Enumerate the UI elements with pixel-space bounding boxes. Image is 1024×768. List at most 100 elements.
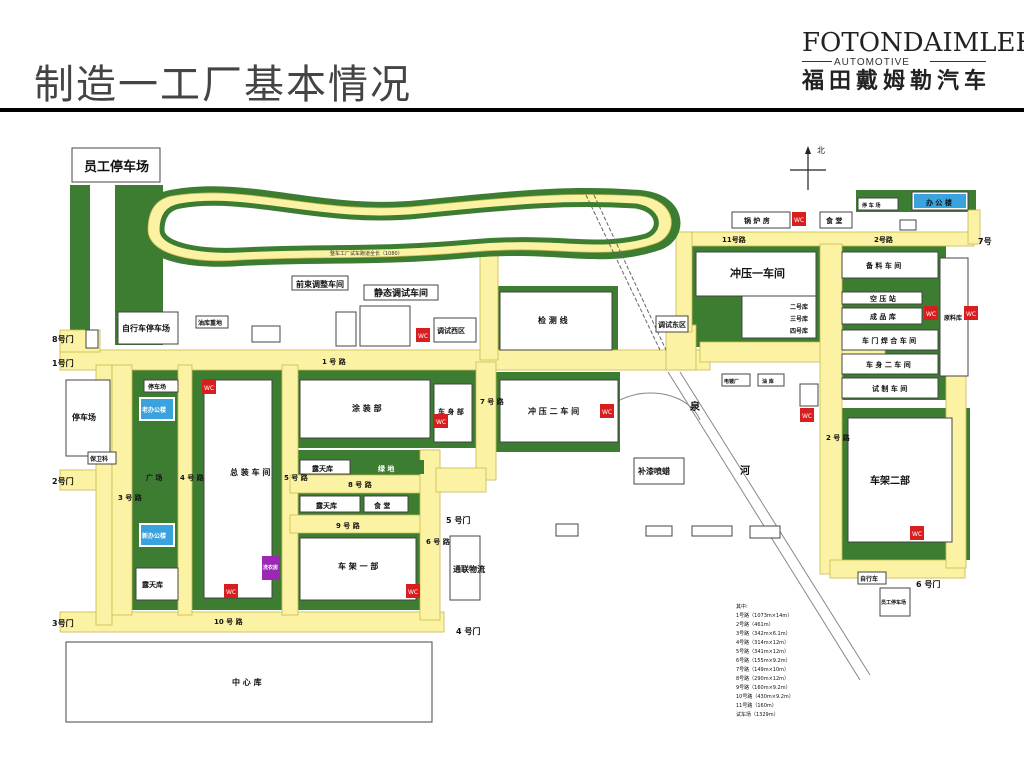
wc-marker [434,414,448,428]
logo-cn: 福田戴姆勒汽车 [802,68,992,94]
building-gatehouse [87,451,117,465]
railway-line [585,194,661,351]
wc-label: WC [204,385,214,392]
building-static-test [363,284,439,301]
label-bike-parking: 自行车停车场 [122,323,170,333]
label-old-office: 老办公楼 [141,406,166,414]
wc-marker [224,584,238,598]
label-parking-stand: 停车场 [72,412,96,422]
label-oil-storage: 油库重地 [198,319,222,327]
label-assembly: 总 装 车 间 [230,467,270,477]
building-front-adjust [291,275,349,291]
gate-8: 8号门 [52,334,74,344]
logo-brand: FOTONDAIMLER [802,28,1024,58]
building-raw [939,257,969,377]
label-oil: 油 库 [762,378,774,385]
building-mid-west-3 [251,325,281,343]
label-employee-parking: 员工停车场 [84,159,149,175]
building-mid-small-2 [645,525,673,537]
road-label-11: 11号路 [722,235,747,244]
road-label-7: 7 号 路 [480,397,505,406]
road-legend: 其中: 1号路（1073m×14m） 2号路（461m） 3号路（342m×6.… [736,603,794,718]
gate-labels: 8号门 1号门 2号门 3号门 4 号门 5 号门 6 号门 7号 [52,237,992,636]
building-open-store-1 [299,459,351,475]
building-office-blue [914,194,966,208]
road-9 [289,514,439,534]
label-logistics: 通联物流 [453,564,485,574]
wc-label: WC [602,409,612,416]
labels: 员工停车场 自行车停车场 油库重地 前束调整车间 静态调试车间 调试西区 检 测… [72,159,962,687]
buildings [65,147,969,723]
label-emp-parking2: 员工停车场 [881,599,906,606]
road-2-vert [819,243,843,575]
label-open-store-1: 露天库 [312,464,333,473]
building-parking-small [143,379,179,393]
label-store2: 二号库 [790,303,808,311]
label-product: 成 品 库 [870,312,896,321]
title-rule [0,108,1024,112]
wc-label: WC [912,531,922,538]
wc-marker [924,306,938,320]
wc-label: WC [966,311,976,318]
building-open-store-2 [299,495,361,513]
wc-marker [910,526,924,540]
label-canteen2: 食 堂 [373,501,390,510]
building-plating [721,373,751,387]
gate-2: 2号门 [52,476,74,486]
building-door-weld [841,329,939,351]
label-store4: 四号库 [790,327,808,335]
label-static-test: 静态调试车间 [374,287,428,299]
compass-arrow [805,146,811,154]
label-bike: 自行车 [860,575,878,583]
label-boiler: 锅 炉 房 [743,216,770,225]
roads [59,209,981,633]
building-bike-parking [117,311,179,345]
logo-sub: AUTOMOTIVE [834,57,910,68]
building-parking-lot [857,197,899,211]
building-gen [899,219,917,231]
building-oil-storage [195,315,229,329]
label-parts: 备 料 车 间 [865,261,901,270]
wc-label: WC [436,419,446,426]
road-3 [59,611,445,633]
gate-1: 1号门 [52,358,74,368]
wc-label: WC [794,217,804,224]
gate-5: 5 号门 [446,515,470,525]
road-label-2b: 2 号 路 [826,433,851,442]
building-boiler [731,211,791,229]
building-canteen2 [363,495,409,513]
label-spring: 泉 [689,400,701,413]
label-parking-small: 停车场 [148,383,166,391]
building-repair [633,457,685,485]
label-body2: 车 身 二 车 间 [866,360,911,369]
label-store3: 三号库 [790,315,808,323]
building-open-store-w [135,567,179,601]
legend-line: 7号路（149m×10m） [736,666,789,673]
road-7 [475,361,497,481]
label-trial: 试 制 车 间 [872,384,907,393]
label-stamping2: 冲 压 二 车 间 [528,406,579,416]
label-repair: 补漆喷蜡 [637,466,670,476]
wc-label: WC [226,589,236,596]
label-test-east: 调试东区 [658,320,686,329]
spring-curve [619,392,701,421]
legend-line: 8号路（290m×12m） [736,675,789,682]
label-river: 河 [740,465,750,477]
building-gate8-hut [85,329,99,349]
railway-line [593,194,667,351]
building-stamping1-low [741,295,817,339]
road-mid [479,249,499,361]
road-label-5: 5 号 路 [284,473,309,482]
building-canteen [819,211,853,229]
label-canteen: 食 堂 [825,216,842,225]
legend-line: 其中: [736,603,748,610]
road-label-3: 3 号 路 [118,493,143,502]
building-parts [841,251,939,279]
label-open-store-2: 露天库 [316,501,337,510]
road-north-east [967,209,981,245]
test-track-inner [159,200,659,253]
building-painting [299,379,431,439]
building-green-field [354,460,424,474]
road-label-9: 9 号 路 [336,521,361,530]
building-mid-west-1 [335,311,357,347]
